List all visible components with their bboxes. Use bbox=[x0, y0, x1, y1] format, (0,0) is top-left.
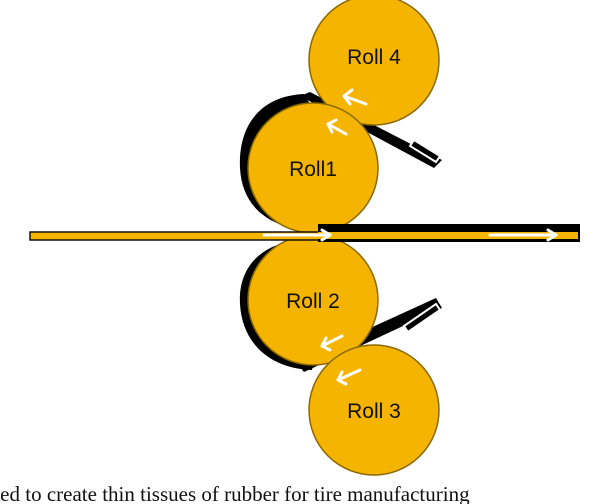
nip-flow-arrow-icon bbox=[262, 228, 332, 242]
roll-2-label: Roll 2 bbox=[286, 290, 340, 313]
roll-1-rotation-arrow-icon bbox=[326, 118, 348, 136]
roll-4-label: Roll 4 bbox=[347, 46, 401, 69]
upper-feed-arrow-icon bbox=[408, 138, 442, 164]
roll-3-label: Roll 3 bbox=[347, 400, 401, 423]
figure-caption: sed to create thin tissues of rubber for… bbox=[0, 482, 612, 504]
roll-1: Roll1 bbox=[247, 102, 379, 234]
figure-caption-text: sed to create thin tissues of rubber for… bbox=[0, 482, 470, 504]
output-flow-arrow-icon bbox=[488, 228, 558, 242]
roll-1-label: Roll1 bbox=[289, 158, 337, 181]
roll-4-rotation-arrow-icon bbox=[342, 88, 368, 106]
roll-3-rotation-arrow-icon bbox=[336, 368, 362, 386]
output-sheet-core bbox=[318, 232, 578, 239]
roll-4-disc bbox=[308, 0, 440, 126]
roll-2-rotation-arrow-icon bbox=[320, 334, 344, 352]
roll-4: Roll 4 bbox=[308, 0, 440, 126]
roll-3: Roll 3 bbox=[308, 344, 440, 476]
roll-2: Roll 2 bbox=[247, 234, 379, 366]
lower-feed-arrow-icon bbox=[402, 302, 442, 334]
